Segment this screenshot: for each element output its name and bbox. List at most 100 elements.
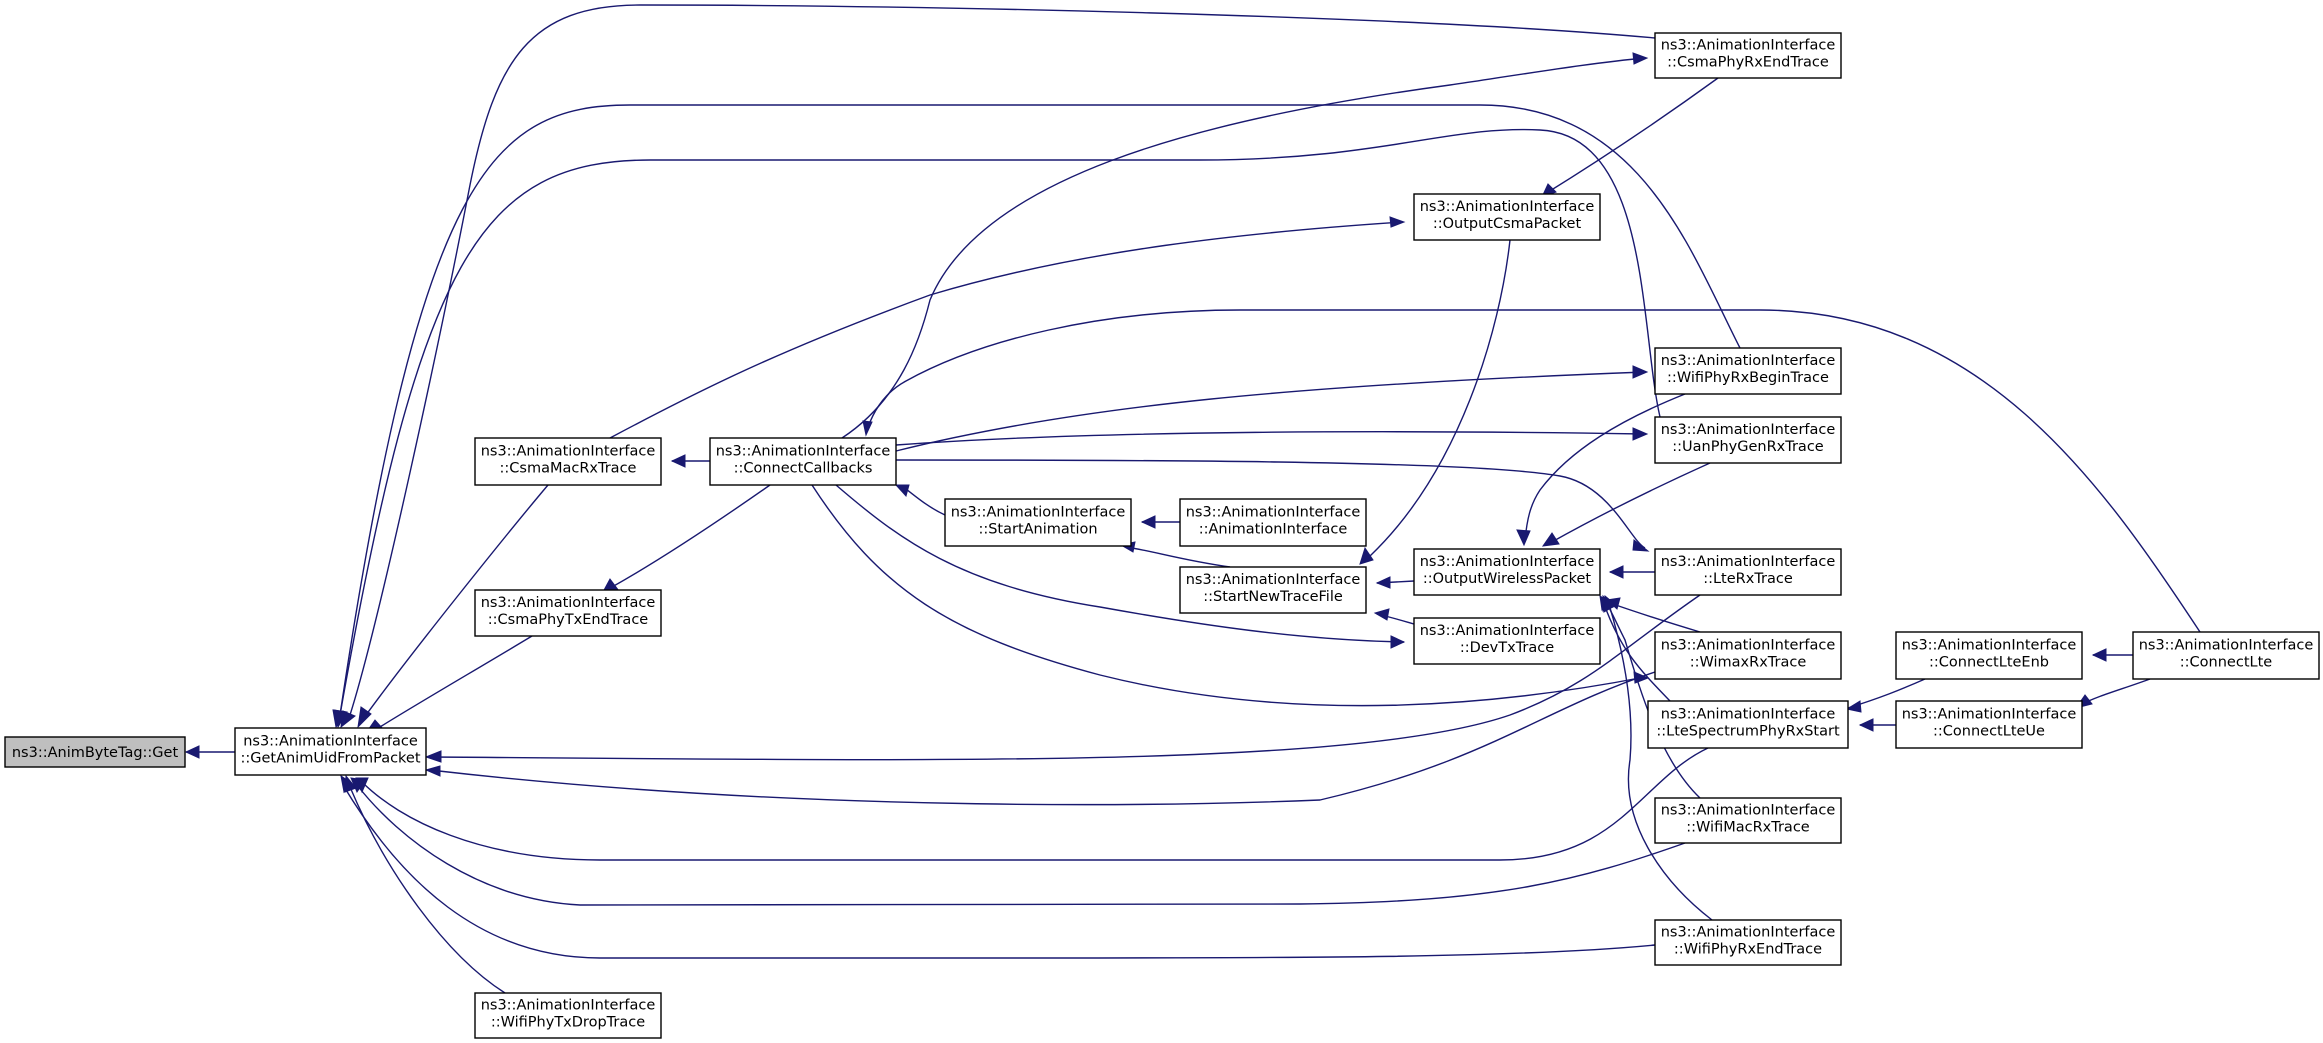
arrowhead-icon	[340, 774, 351, 794]
node-box[interactable]	[1413, 548, 1601, 596]
node-box[interactable]	[1179, 498, 1367, 547]
node-start-new-trace[interactable]: ns3::AnimationInterface::StartNewTraceFi…	[1179, 566, 1367, 614]
node-lte-rx[interactable]: ns3::AnimationInterface::LteRxTrace	[1654, 548, 1842, 596]
node-wifi-phy-rx-begin[interactable]: ns3::AnimationInterface::WifiPhyRxBeginT…	[1654, 347, 1842, 395]
node-get-uid[interactable]: ns3::AnimationInterface::GetAnimUidFromP…	[234, 727, 427, 776]
edge-wifi_mac_rx-to-output_wireless	[1602, 594, 1701, 799]
node-box[interactable]	[474, 992, 662, 1039]
node-connect-cb[interactable]: ns3::AnimationInterface::ConnectCallback…	[709, 437, 897, 486]
node-dev-tx[interactable]: ns3::AnimationInterface::DevTxTrace	[1413, 617, 1601, 665]
edge-line	[1607, 600, 1713, 921]
node-box[interactable]	[1654, 347, 1842, 395]
node-uan-phy-gen-rx[interactable]: ns3::AnimationInterface::UanPhyGenRxTrac…	[1654, 416, 1842, 464]
node-label: ns3::AnimationInterface	[1420, 623, 1595, 639]
node-label: ::WifiPhyRxBeginTrace	[1667, 370, 1829, 386]
edge-csma_phy_rx_end-to-output_csma	[1541, 77, 1719, 198]
node-box[interactable]	[1413, 193, 1601, 241]
node-box[interactable]	[1647, 700, 1849, 749]
edge-line	[1369, 239, 1511, 557]
node-label: ::LteSpectrumPhyRxStart	[1656, 724, 1840, 740]
edge-start_anim-to-connect_cb	[894, 484, 946, 516]
node-anim-get[interactable]: ns3::AnimByteTag::Get	[4, 736, 186, 768]
edge-uan_phy_gen_rx-to-get_uid	[333, 128, 1661, 729]
node-box[interactable]	[1654, 919, 1842, 966]
node-box[interactable]	[1654, 631, 1842, 680]
node-label: ::WifiPhyTxDropTrace	[491, 1015, 645, 1031]
node-label: ::LteRxTrace	[1703, 571, 1793, 587]
node-label: ns3::AnimationInterface	[1661, 353, 1836, 369]
node-csma-phy-rx-end[interactable]: ns3::AnimationInterface::CsmaPhyRxEndTra…	[1654, 32, 1842, 79]
node-anim-iface[interactable]: ns3::AnimationInterface::AnimationInterf…	[1179, 498, 1367, 547]
node-csma-phy-tx-end[interactable]: ns3::AnimationInterface::CsmaPhyTxEndTra…	[474, 589, 662, 637]
node-label: ::OutputCsmaPacket	[1433, 216, 1582, 232]
node-box[interactable]	[474, 437, 662, 486]
edge-line	[905, 488, 946, 516]
node-box[interactable]	[1895, 631, 2083, 680]
node-lte-spectrum[interactable]: ns3::AnimationInterface::LteSpectrumPhyR…	[1647, 700, 1849, 749]
node-label: ::OutputWirelessPacket	[1423, 571, 1592, 587]
node-connect-lte[interactable]: ns3::AnimationInterface::ConnectLte	[2132, 631, 2320, 680]
edge-connect_cb-to-uan_phy_gen_rx	[895, 427, 1649, 446]
edge-line	[895, 431, 1646, 446]
node-output-wireless[interactable]: ns3::AnimationInterface::OutputWirelessP…	[1413, 548, 1601, 596]
arrowhead-icon	[424, 765, 441, 777]
arrowhead-icon	[670, 454, 686, 468]
node-csma-mac-rx[interactable]: ns3::AnimationInterface::CsmaMacRxTrace	[474, 437, 662, 486]
node-box[interactable]	[1654, 416, 1842, 464]
node-start-anim[interactable]: ns3::AnimationInterface::StartAnimation	[944, 498, 1132, 547]
node-wifi-mac-rx[interactable]: ns3::AnimationInterface::WifiMacRxTrace	[1654, 797, 1842, 844]
arrowhead-icon	[1389, 216, 1406, 228]
edge-line	[895, 371, 1646, 452]
node-label: ::ConnectLteUe	[1933, 724, 2045, 740]
node-label: ns3::AnimationInterface	[1186, 505, 1361, 521]
node-wimax-rx[interactable]: ns3::AnimationInterface::WimaxRxTrace	[1654, 631, 1842, 680]
edge-csma_mac_rx-to-get_uid	[357, 484, 549, 729]
edge-line	[339, 104, 1741, 716]
node-label: ::StartAnimation	[978, 522, 1097, 538]
node-box[interactable]	[1179, 566, 1367, 614]
node-box[interactable]	[234, 727, 427, 776]
edge-wimax_rx-to-output_wireless	[1605, 597, 1701, 633]
node-connect-lte-ue[interactable]: ns3::AnimationInterface::ConnectLteUe	[1895, 700, 2083, 749]
edge-uan_phy_gen_rx-to-output_wireless	[1541, 462, 1711, 547]
edge-line	[611, 484, 771, 588]
node-box[interactable]	[944, 498, 1132, 547]
node-label: ns3::AnimationInterface	[2139, 638, 2314, 654]
arrowhead-icon	[1390, 635, 1406, 649]
arrowhead-icon	[1858, 718, 1874, 732]
arrowhead-icon	[1140, 515, 1156, 529]
node-connect-lte-enb[interactable]: ns3::AnimationInterface::ConnectLteEnb	[1895, 631, 2083, 680]
edge-connect_cb-to-wifi_phy_rx_begin	[895, 365, 1649, 452]
edge-lte_rx-to-get_uid	[424, 594, 1701, 763]
edge-connect_lte_ue-to-lte_spectrum	[1858, 718, 1896, 732]
node-box[interactable]	[1654, 32, 1842, 79]
edge-wimax_rx-to-get_uid	[424, 671, 1656, 806]
node-box[interactable]	[474, 589, 662, 637]
edge-line	[365, 484, 549, 716]
node-label: ns3::AnimByteTag::Get	[12, 745, 179, 761]
edge-wifi_phy_rx_end-to-output_wireless	[1603, 594, 1713, 921]
node-box[interactable]	[2132, 631, 2320, 680]
edge-line	[811, 484, 1646, 707]
node-wifi-phy-rx-end[interactable]: ns3::AnimationInterface::WifiPhyRxEndTra…	[1654, 919, 1842, 966]
node-box[interactable]	[1654, 797, 1842, 844]
arrowhead-icon	[894, 484, 910, 498]
node-label: ns3::AnimationInterface	[1902, 707, 2077, 723]
arrowhead-icon	[1632, 539, 1650, 552]
node-box[interactable]	[1413, 617, 1601, 665]
node-wifi-phy-tx-drop[interactable]: ns3::AnimationInterface::WifiPhyTxDropTr…	[474, 992, 662, 1039]
arrowhead-icon	[184, 745, 200, 759]
node-box[interactable]	[1654, 548, 1842, 596]
node-box[interactable]	[4, 736, 186, 768]
node-box[interactable]	[1895, 700, 2083, 749]
node-label: ns3::AnimationInterface	[481, 595, 656, 611]
arrowhead-icon	[424, 750, 442, 763]
arrowhead-icon	[357, 706, 372, 729]
node-label: ns3::AnimationInterface	[481, 998, 656, 1014]
node-label: ::StartNewTraceFile	[1203, 589, 1343, 605]
edge-connect_cb-to-csma_phy_rx_end	[841, 52, 1649, 439]
edge-line	[609, 221, 1404, 439]
node-box[interactable]	[709, 437, 897, 486]
node-output-csma[interactable]: ns3::AnimationInterface::OutputCsmaPacke…	[1413, 193, 1601, 241]
edge-wifi_phy_rx_begin-to-output_wireless	[1516, 393, 1686, 547]
